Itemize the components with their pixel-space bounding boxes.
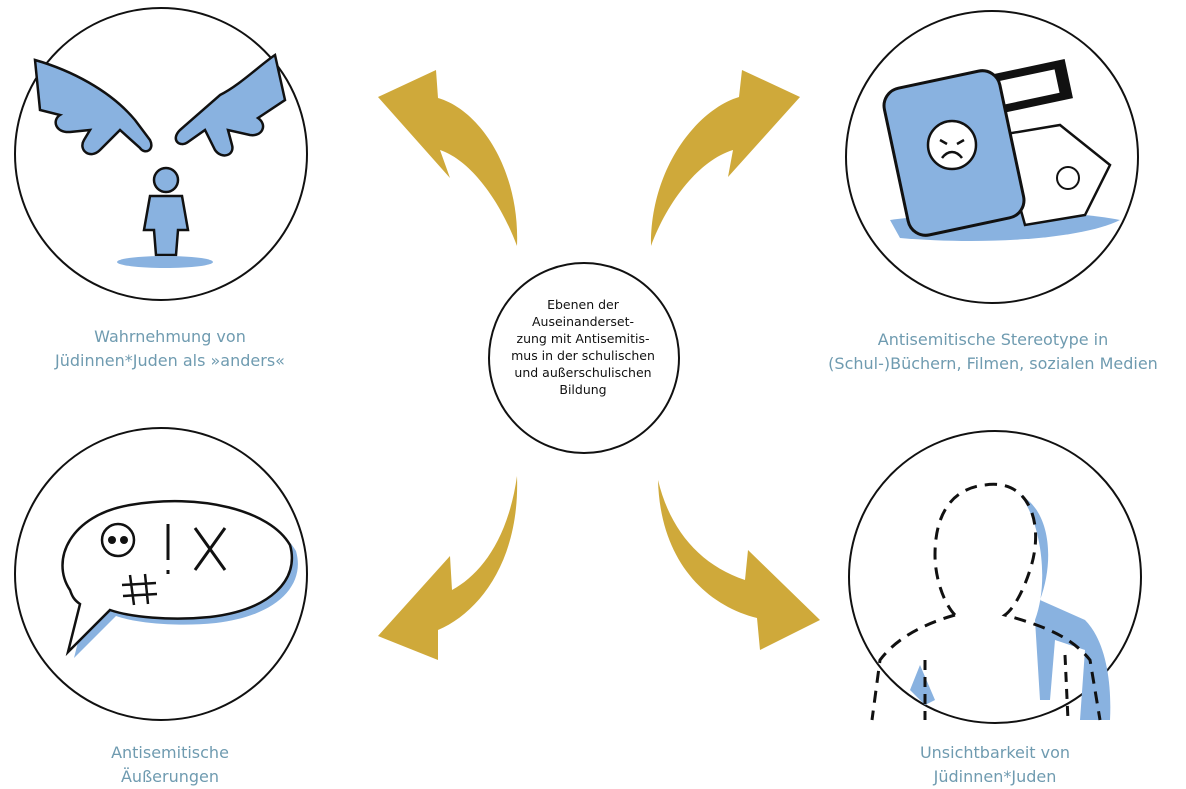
arrow-bottom-right — [658, 480, 820, 650]
center-title: Ebenen der Auseinanderset- zung mit Anti… — [511, 297, 655, 397]
center-circle — [488, 262, 680, 454]
arrow-top-right — [650, 70, 800, 246]
circle-bottom-left — [14, 427, 308, 721]
circle-top-left — [14, 7, 308, 301]
dashed-silhouette-icon — [870, 482, 1111, 721]
arrow-bottom-left — [378, 476, 518, 660]
circle-bottom-right — [848, 430, 1142, 724]
caption-bottom-right: Unsichtbarkeit von Jüdinnen*Juden — [919, 743, 1071, 786]
pointing-hands-at-person-icon — [33, 52, 287, 268]
circle-top-right — [845, 10, 1139, 304]
caption-bottom-left: Antisemitische Äußerungen — [111, 743, 229, 786]
speech-bubble-insult-icon — [61, 499, 298, 658]
caption-top-left: Wahrnehmung von Jüdinnen*Juden als »ande… — [55, 327, 285, 370]
phone-film-book-icon — [882, 59, 1120, 241]
arrow-top-left — [378, 70, 518, 246]
caption-top-right: Antisemitische Stereotype in (Schul-)Büc… — [828, 330, 1158, 373]
